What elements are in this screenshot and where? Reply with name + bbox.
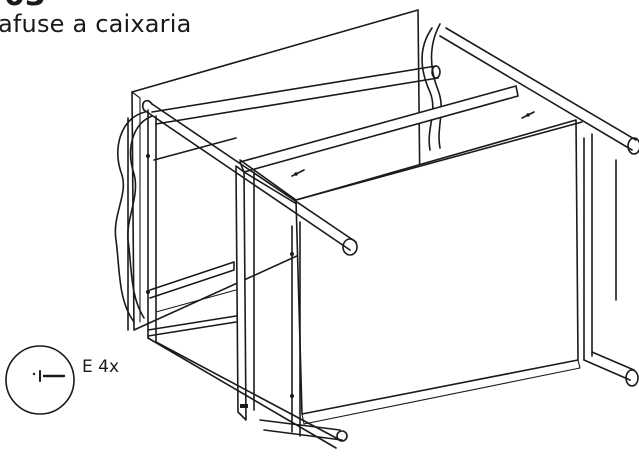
left-shelf xyxy=(147,137,237,337)
front-left-rod xyxy=(141,99,358,256)
right-frame xyxy=(439,27,639,387)
left-side-loop xyxy=(114,111,153,323)
step-caption: afuse a caixaria xyxy=(0,10,192,38)
callout xyxy=(5,345,75,415)
panel-screws xyxy=(146,111,535,408)
front-left-leg xyxy=(147,109,341,449)
step-number: 03 xyxy=(4,0,46,13)
callout-label: E 4x xyxy=(82,357,120,377)
divider-panel xyxy=(235,85,519,421)
screw-icon xyxy=(32,370,66,382)
right-side-loop xyxy=(421,23,442,151)
top-crossbar-left xyxy=(151,65,441,125)
